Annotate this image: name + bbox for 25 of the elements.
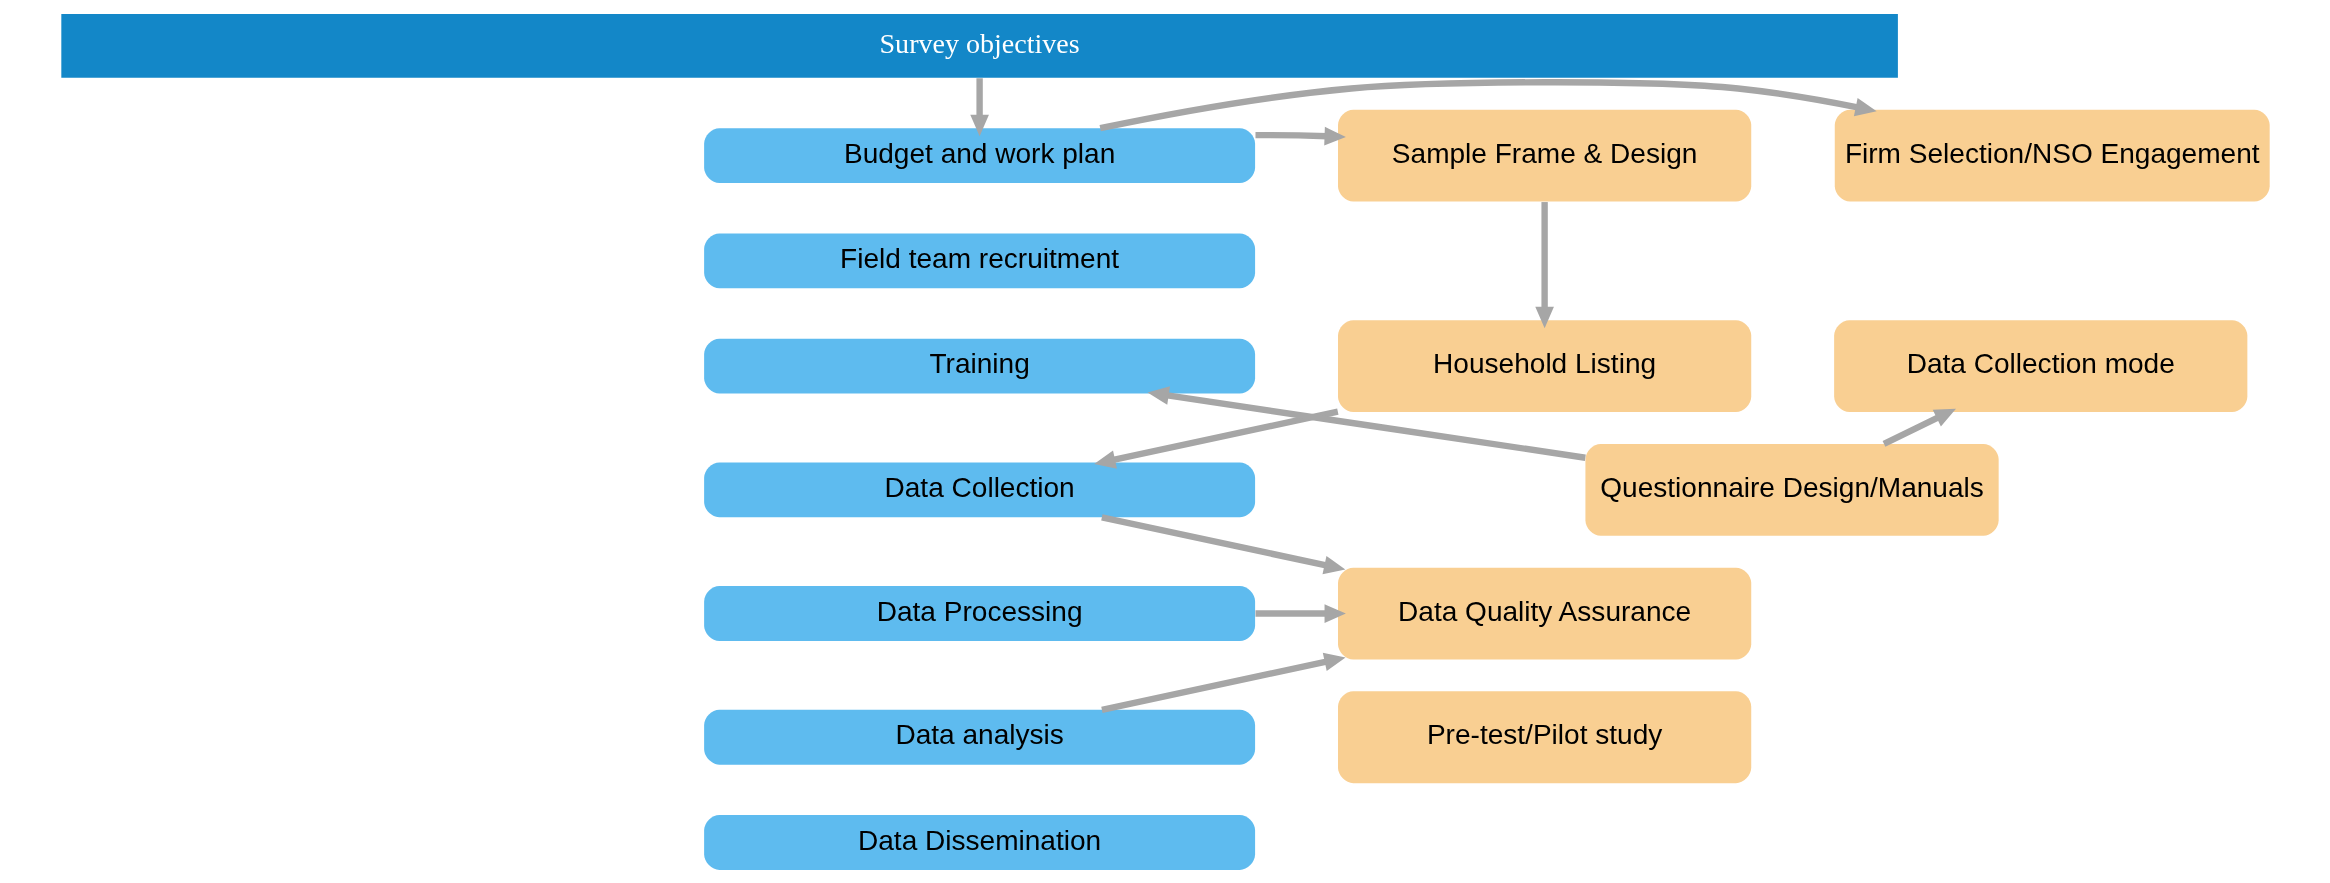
node-box: Budget and work plan xyxy=(703,127,1255,183)
node-box: Data Collection mode xyxy=(1833,319,2247,412)
arrow xyxy=(969,77,989,136)
node-box: Questionnaire Design/Manuals xyxy=(1584,443,1999,536)
node-box: Data Processing xyxy=(703,585,1255,641)
arrow xyxy=(1255,126,1346,145)
node-box: Household Listing xyxy=(1337,319,1751,412)
node-box: Data Dissemination xyxy=(703,814,1255,870)
arrow xyxy=(1147,385,1586,461)
node-box: Field team recruitment xyxy=(703,232,1255,288)
node-box: Sample Frame & Design xyxy=(1337,109,1751,202)
arrow xyxy=(1100,652,1346,713)
node-box: Pre-test/Pilot study xyxy=(1337,690,1751,783)
node-box: Survey objectives xyxy=(60,13,1898,78)
node-box: Firm Selection/NSO Engagement xyxy=(1834,109,2270,202)
node-box: Data analysis xyxy=(703,709,1255,765)
arrow xyxy=(1093,408,1338,469)
node-box: Data Collection xyxy=(703,461,1255,517)
arrow xyxy=(1882,408,1956,447)
arrow xyxy=(1255,603,1346,623)
arrow xyxy=(1534,201,1554,328)
node-box: Data Quality Assurance xyxy=(1337,567,1751,659)
arrow xyxy=(1100,513,1345,574)
node-box: Training xyxy=(703,338,1255,394)
arrow xyxy=(1099,78,1877,131)
